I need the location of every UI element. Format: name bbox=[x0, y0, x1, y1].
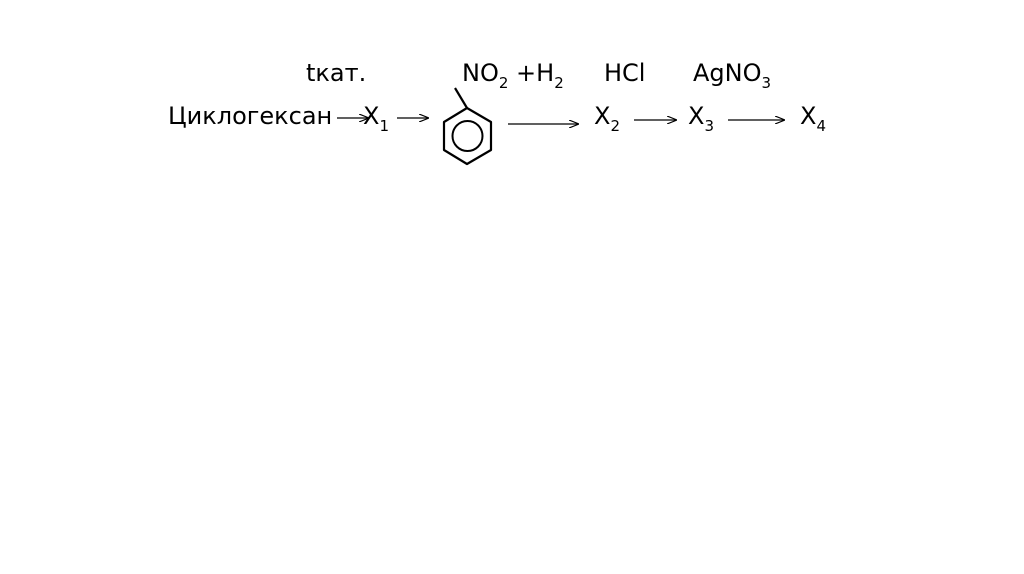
methyl-bond bbox=[454, 87, 468, 109]
x3-index: 3 bbox=[704, 117, 714, 135]
condition-step3-extra-sub: 2 bbox=[554, 74, 564, 92]
x4-index: 4 bbox=[816, 117, 826, 135]
x1-letter: X bbox=[363, 102, 380, 130]
condition-step1: tкат. bbox=[306, 61, 366, 85]
condition-step5-main: AgNO bbox=[693, 59, 762, 87]
x2-letter: X bbox=[594, 102, 611, 130]
condition-step1-text: tкат. bbox=[306, 59, 367, 87]
condition-step3-sub: 2 bbox=[498, 74, 509, 92]
x4-letter: X bbox=[800, 102, 817, 130]
condition-step3-main: NO bbox=[462, 59, 499, 87]
condition-step4-text: HCl bbox=[604, 59, 646, 87]
intermediate-x4: X4 bbox=[800, 102, 826, 134]
condition-step3-extra: +H bbox=[516, 59, 555, 87]
start-compound: Циклогексан bbox=[168, 104, 332, 128]
x3-letter: X bbox=[688, 102, 705, 130]
benzene-ring bbox=[442, 106, 493, 166]
start-compound-name: Циклогексан bbox=[168, 102, 333, 130]
toluene-structure-icon bbox=[442, 87, 493, 166]
aromatic-circle bbox=[451, 120, 484, 152]
intermediate-x2: X2 bbox=[594, 102, 620, 134]
condition-step5-sub: 3 bbox=[761, 74, 772, 92]
intermediate-x3: X3 bbox=[688, 102, 714, 134]
x2-index: 2 bbox=[610, 117, 620, 135]
intermediate-x1: X1 bbox=[363, 102, 389, 134]
condition-step3: NO2 +H2 bbox=[462, 59, 564, 91]
condition-step5: AgNO3 bbox=[693, 59, 771, 91]
x1-index: 1 bbox=[379, 117, 389, 135]
condition-step4: HCl bbox=[604, 61, 645, 85]
